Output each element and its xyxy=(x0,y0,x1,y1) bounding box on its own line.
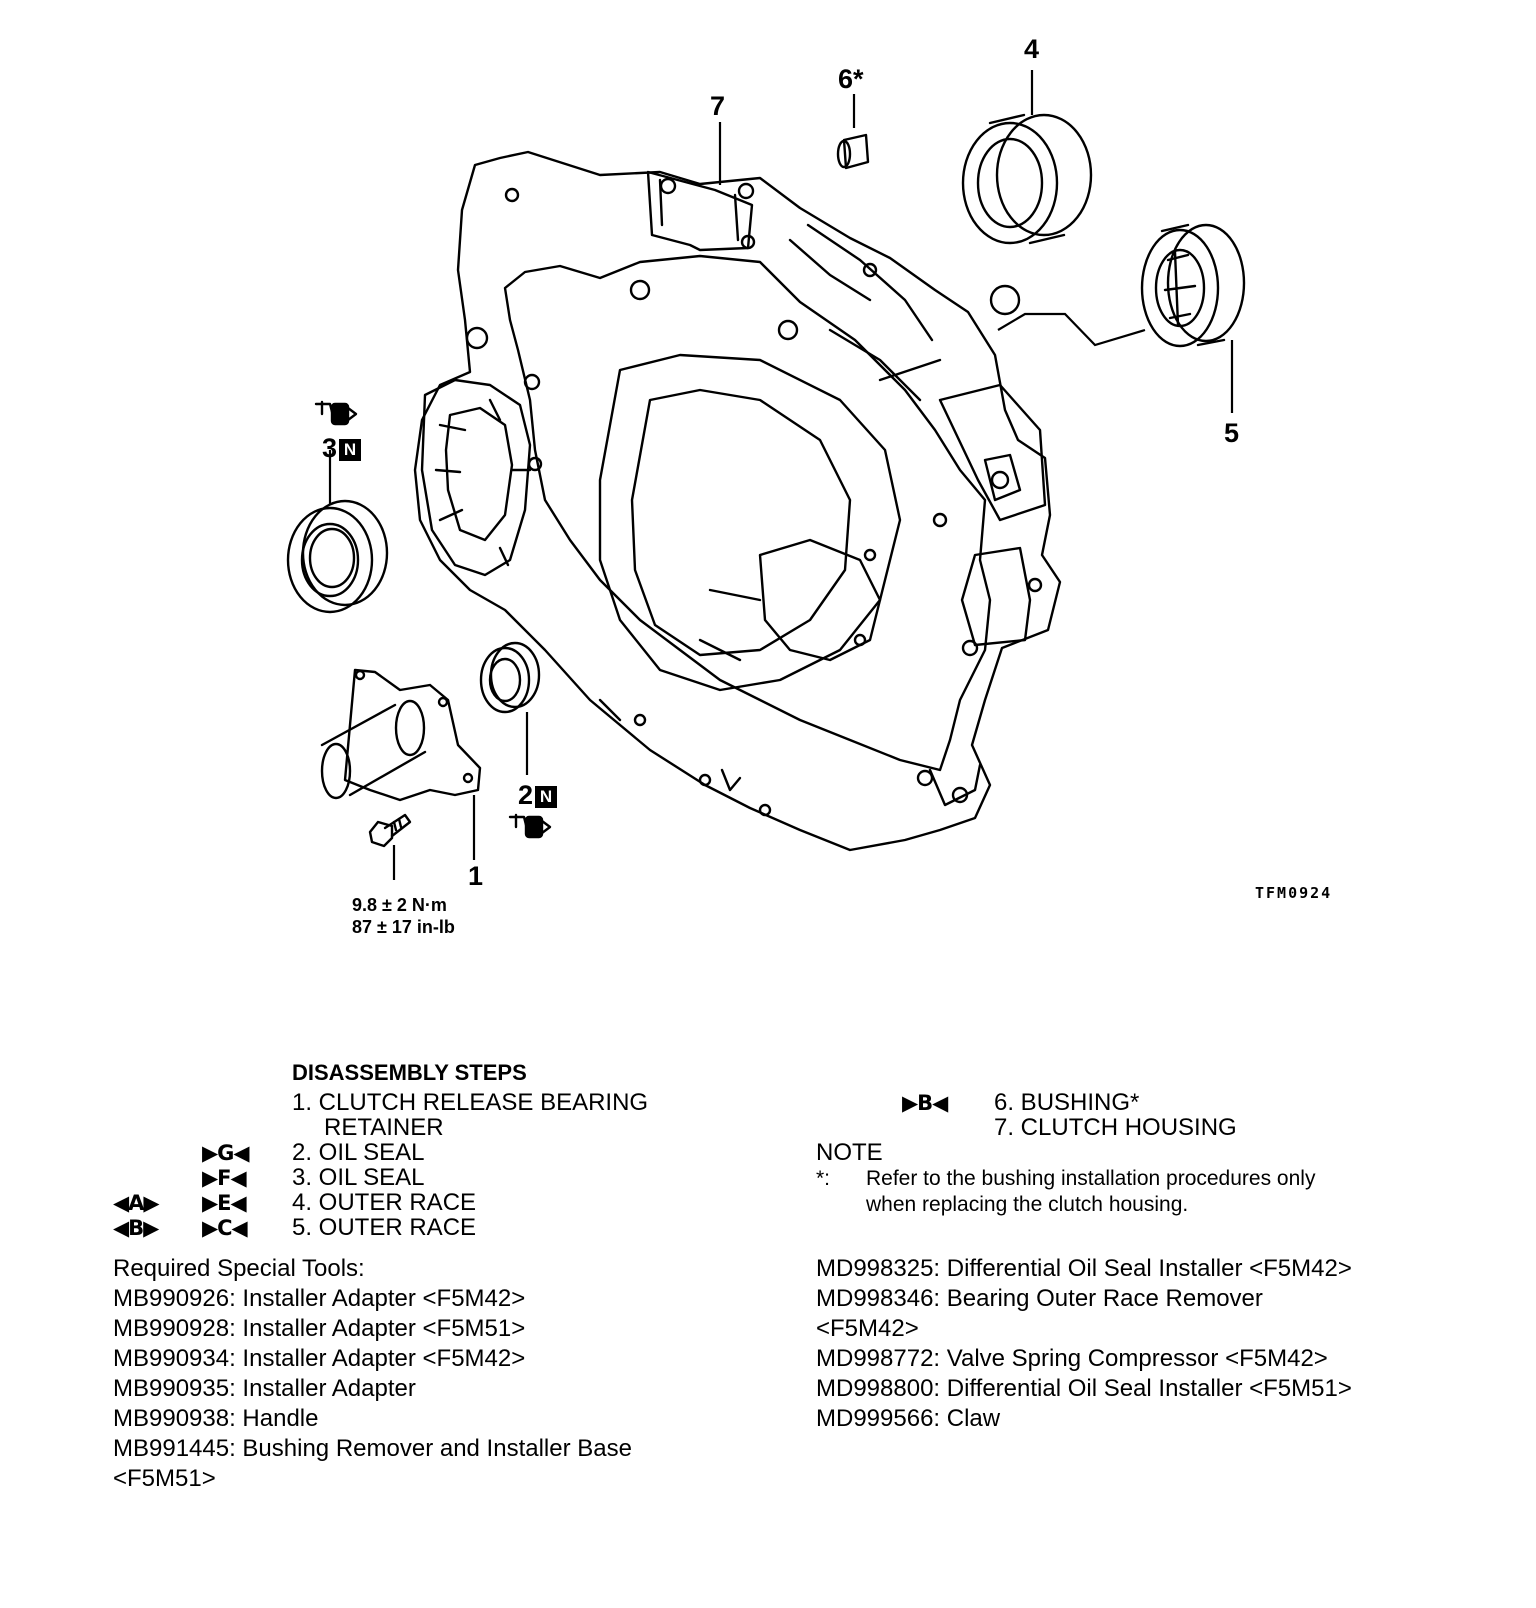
outer-race-4-part xyxy=(961,113,1093,245)
step-2: 2. OIL SEAL xyxy=(292,1139,425,1166)
torque-spec: 9.8 ± 2 N·m 87 ± 17 in-lb xyxy=(352,894,455,938)
step-7: 7. CLUTCH HOUSING xyxy=(994,1114,1237,1141)
tool-left-4: MB990935: Installer Adapter xyxy=(113,1375,416,1402)
tool-right-2: MD998346: Bearing Outer Race Remover xyxy=(816,1285,1263,1312)
step-4-install-mark: ▶E◀ xyxy=(202,1191,247,1215)
clutch-housing-part xyxy=(413,150,1062,852)
tool-right-3: <F5M42> xyxy=(816,1315,919,1342)
steps-heading: DISASSEMBLY STEPS xyxy=(292,1060,527,1085)
tool-right-1: MD998325: Differential Oil Seal Installe… xyxy=(816,1255,1352,1282)
exploded-view-diagram xyxy=(286,70,1246,880)
figure-id: TFM0924 xyxy=(1255,884,1333,902)
tool-right-4: MD998772: Valve Spring Compressor <F5M42… xyxy=(816,1345,1328,1372)
step-3: 3. OIL SEAL xyxy=(292,1164,425,1191)
note-marker: *: xyxy=(816,1167,831,1190)
torque-nm: 9.8 ± 2 N·m xyxy=(352,895,447,915)
tool-left-6: MB991445: Bushing Remover and Installer … xyxy=(113,1435,632,1462)
step-2-install-mark: ▶G◀ xyxy=(202,1141,250,1165)
tool-left-2: MB990928: Installer Adapter <F5M51> xyxy=(113,1315,526,1342)
outer-race-5-part xyxy=(1140,223,1246,348)
callout-5: 5 xyxy=(1224,418,1240,448)
callout-1: 1 xyxy=(468,861,484,891)
callout-6: 6* xyxy=(838,64,864,94)
new-part-badge-2: N xyxy=(535,786,558,808)
step-6: 6. BUSHING* xyxy=(994,1089,1140,1116)
step-5: 5. OUTER RACE xyxy=(292,1214,477,1241)
callout-2-number: 2 xyxy=(518,780,534,810)
leader-lines xyxy=(328,70,1234,880)
tool-left-5: MB990938: Handle xyxy=(113,1405,319,1432)
callout-4: 4 xyxy=(1024,34,1040,64)
step-1: 1. CLUTCH RELEASE BEARING xyxy=(292,1089,649,1116)
step-3-install-mark: ▶F◀ xyxy=(202,1166,247,1190)
release-bearing-retainer-part xyxy=(320,668,482,802)
step-4-removal-mark: ◀A▶ xyxy=(113,1191,160,1215)
tool-right-6: MD999566: Claw xyxy=(816,1405,1001,1432)
tools-heading: Required Special Tools: xyxy=(113,1255,365,1282)
oil-seal-2-part xyxy=(479,641,541,714)
bolt-part xyxy=(368,813,412,848)
note-label: NOTE xyxy=(816,1139,883,1166)
torque-inlb: 87 ± 17 in-lb xyxy=(352,917,455,937)
grease-symbol-3 xyxy=(314,400,358,426)
tool-left-1: MB990926: Installer Adapter <F5M42> xyxy=(113,1285,526,1312)
callout-7: 7 xyxy=(710,91,726,121)
callout-3-number: 3 xyxy=(322,433,338,463)
step-1-cont: RETAINER xyxy=(324,1114,444,1141)
tool-right-5: MD998800: Differential Oil Seal Installe… xyxy=(816,1375,1352,1402)
step-5-install-mark: ▶C◀ xyxy=(202,1216,248,1240)
step-6-install-mark: ▶B◀ xyxy=(902,1091,948,1115)
new-part-badge-3: N xyxy=(339,439,362,461)
tool-left-3: MB990934: Installer Adapter <F5M42> xyxy=(113,1345,526,1372)
oil-seal-3-part xyxy=(286,499,389,614)
step-5-removal-mark: ◀B▶ xyxy=(113,1216,159,1240)
note-line-2: when replacing the clutch housing. xyxy=(866,1193,1189,1216)
note-line-1: Refer to the bushing installation proced… xyxy=(866,1167,1316,1190)
step-4: 4. OUTER RACE xyxy=(292,1189,477,1216)
bushing-part xyxy=(836,133,870,170)
tool-left-7: <F5M51> xyxy=(113,1465,216,1492)
grease-symbol-2 xyxy=(508,813,552,839)
